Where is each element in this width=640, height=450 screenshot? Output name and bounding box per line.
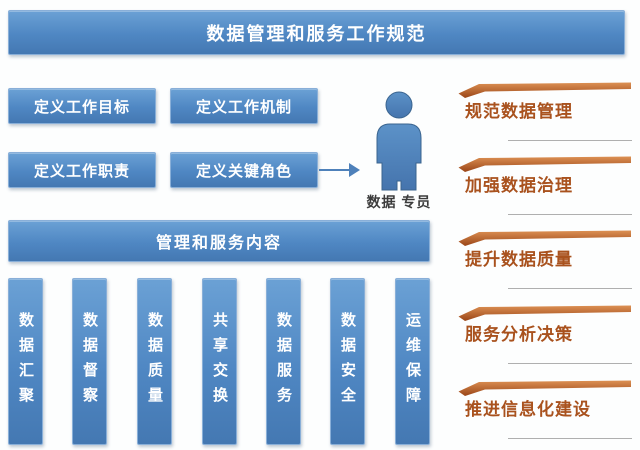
box-define-mechanism: 定义工作机制 bbox=[170, 88, 318, 124]
goal-divider bbox=[508, 288, 632, 289]
goal-item-serve-analysis-decision: 服务分析决策 bbox=[455, 303, 632, 365]
box-define-duty: 定义工作职责 bbox=[8, 152, 156, 188]
section-title: 管理和服务内容 bbox=[155, 235, 282, 252]
goal-divider bbox=[508, 363, 632, 364]
arrow-right-icon bbox=[319, 163, 360, 177]
content-bar-label: 数据汇聚 bbox=[17, 311, 34, 412]
box-define-goal-label: 定义工作目标 bbox=[33, 98, 130, 116]
content-bar-data-supervision: 数据督察 bbox=[72, 278, 107, 445]
content-bar-label: 数据督察 bbox=[81, 311, 98, 412]
content-bar-sharing-exchange: 共享交换 bbox=[202, 278, 237, 445]
goal-label: 规范数据管理 bbox=[465, 102, 573, 121]
goal-item-strengthen-governance: 加强数据治理 bbox=[455, 154, 632, 216]
box-define-duty-label: 定义工作职责 bbox=[33, 162, 130, 180]
content-bar-data-security: 数据安全 bbox=[330, 278, 365, 445]
goal-label: 服务分析决策 bbox=[465, 325, 573, 344]
swoosh-icon bbox=[458, 230, 631, 246]
swoosh-icon bbox=[458, 82, 631, 98]
content-bar-data-service: 数据服务 bbox=[266, 278, 301, 445]
swoosh-icon bbox=[458, 380, 631, 396]
goal-label: 推进信息化建设 bbox=[465, 400, 591, 419]
content-bar-label: 数据质量 bbox=[146, 311, 163, 412]
content-bar-data-quality: 数据质量 bbox=[137, 278, 172, 445]
goal-divider bbox=[508, 214, 632, 215]
goal-item-standardize-management: 规范数据管理 bbox=[455, 80, 632, 142]
goal-item-promote-informatization: 推进信息化建设 bbox=[455, 378, 632, 440]
person-icon bbox=[376, 91, 422, 191]
person-label: 数据 专员 bbox=[366, 194, 432, 210]
main-title: 数据管理和服务工作规范 bbox=[206, 23, 427, 44]
section-title-banner: 管理和服务内容 bbox=[8, 220, 430, 262]
swoosh-icon bbox=[458, 305, 631, 321]
main-title-banner: 数据管理和服务工作规范 bbox=[8, 10, 625, 55]
goal-label: 提升数据质量 bbox=[465, 250, 573, 269]
content-bar-data-aggregation: 数据汇聚 bbox=[8, 278, 43, 445]
content-bar-ops-maintenance: 运维保障 bbox=[395, 278, 430, 445]
goal-label: 加强数据治理 bbox=[465, 176, 573, 195]
goal-item-improve-quality: 提升数据质量 bbox=[455, 228, 632, 290]
goal-divider bbox=[508, 438, 632, 439]
swoosh-icon bbox=[458, 156, 631, 172]
box-define-mechanism-label: 定义工作机制 bbox=[195, 98, 292, 116]
box-define-goal: 定义工作目标 bbox=[8, 88, 156, 124]
content-bar-label: 数据服务 bbox=[275, 311, 292, 412]
goal-divider bbox=[508, 140, 632, 141]
content-bar-label: 数据安全 bbox=[339, 311, 356, 412]
content-bar-label: 共享交换 bbox=[211, 311, 228, 412]
box-define-key-role-label: 定义关键角色 bbox=[195, 162, 292, 180]
content-bar-label: 运维保障 bbox=[404, 311, 421, 412]
box-define-key-role: 定义关键角色 bbox=[170, 152, 318, 188]
